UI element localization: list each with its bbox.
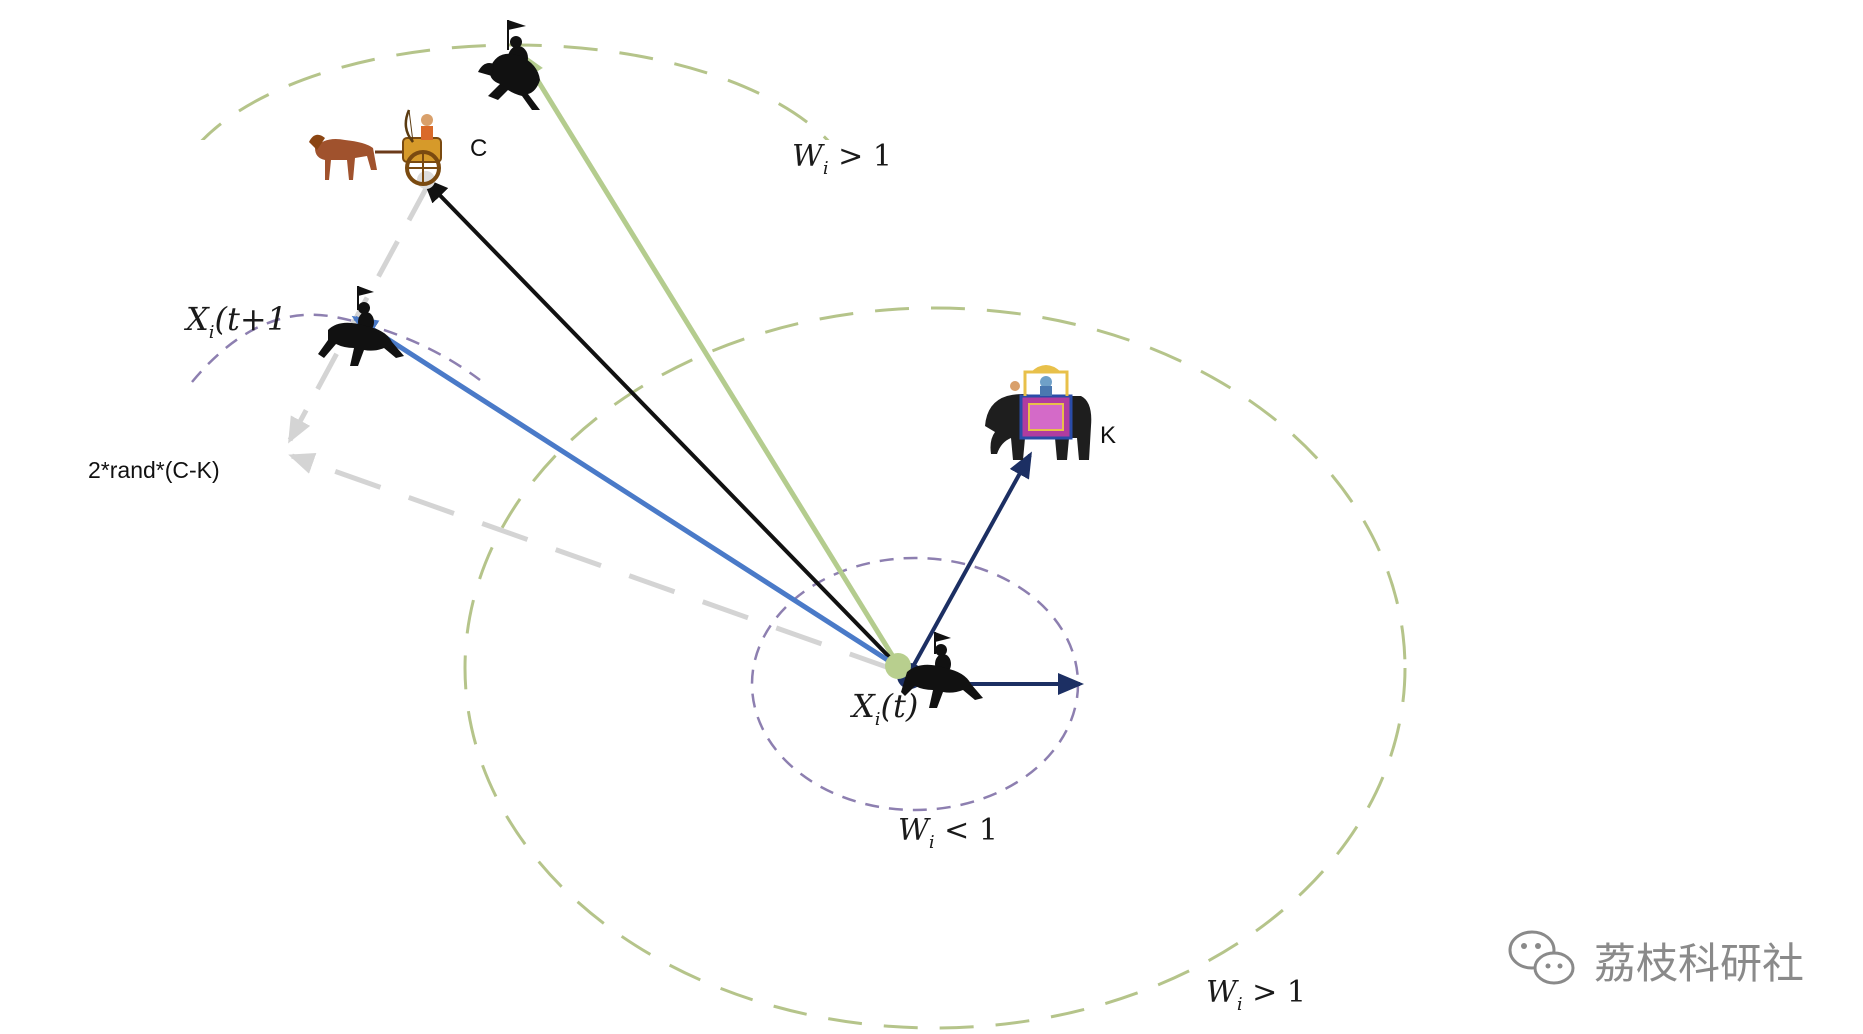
horse-rider-icon	[318, 286, 404, 366]
watermark-text: 荔枝科研社	[1594, 939, 1804, 988]
label-xi-t1: Xi(t+1	[183, 300, 287, 343]
black-vector-to-c	[422, 177, 902, 670]
small-purple-arc	[191, 313, 481, 383]
green-vector	[519, 51, 903, 670]
label-rand-term: 2*rand*(C-K)	[88, 457, 220, 483]
label-xi-t: Xi(t)	[849, 687, 918, 730]
blue-vector-to-next	[351, 315, 902, 671]
label-k: K	[1100, 422, 1116, 449]
gray-dashed-from-c	[287, 183, 431, 444]
gray-dashed-from-origin	[288, 452, 896, 673]
horse-rider-origin-icon	[901, 632, 983, 708]
war-elephant-icon	[985, 365, 1092, 460]
origin-point-green	[885, 653, 911, 679]
wechat-icon	[1508, 930, 1575, 985]
label-w-inner: Wi < 1	[898, 813, 998, 853]
outer-green-circle	[463, 306, 1407, 1030]
navy-vector-to-k	[908, 451, 1032, 673]
label-w-top: Wi > 1	[792, 139, 892, 179]
chariot-archer-icon	[309, 109, 442, 186]
label-w-bottom: Wi > 1	[1206, 975, 1306, 1015]
rider-icon	[478, 20, 540, 110]
label-c: C	[470, 135, 487, 162]
